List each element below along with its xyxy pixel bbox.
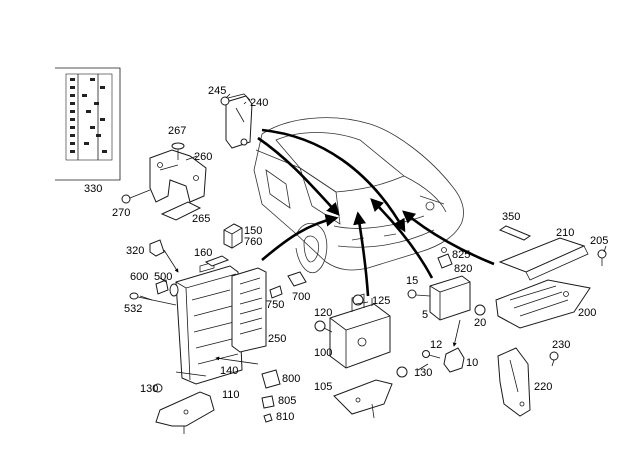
- bracket-200: [495, 279, 591, 329]
- callout-825: 825: [452, 249, 470, 261]
- callout-800: 800: [282, 373, 300, 385]
- location-arrow-200: [402, 210, 495, 266]
- screw-267: [171, 142, 185, 160]
- callout-15: 15: [406, 275, 418, 287]
- callout-20: 20: [474, 317, 486, 329]
- callout-350: 350: [502, 211, 520, 223]
- vehicle-outline: [253, 117, 464, 274]
- connector-160: [204, 255, 230, 267]
- leader-lines: [139, 93, 607, 371]
- fuse-chart-frame: [55, 67, 121, 181]
- screw-205: [597, 249, 607, 266]
- screw-12: [422, 350, 441, 359]
- callout-120: 120: [314, 307, 332, 319]
- callout-210: 210: [556, 227, 574, 239]
- fuse-chart-cells: [70, 74, 107, 160]
- bolt-120: [314, 320, 333, 333]
- nut-245: [220, 96, 230, 106]
- callout-810: 810: [276, 411, 294, 423]
- location-arrow-100: [353, 211, 370, 297]
- callout-760: 760: [244, 236, 262, 248]
- callout-130-left: 130: [140, 383, 158, 395]
- callout-12: 12: [430, 339, 442, 351]
- screw-15: [407, 289, 431, 299]
- callout-110: 110: [222, 389, 240, 401]
- callout-250: 250: [268, 333, 286, 345]
- callout-140: 140: [220, 365, 238, 377]
- module-5: [429, 275, 471, 321]
- nut-130-left: [153, 383, 163, 393]
- fuse-box-main: [175, 261, 243, 385]
- callout-205: 205: [590, 235, 608, 247]
- location-arrow-240: [257, 136, 340, 216]
- callout-125: 125: [372, 295, 390, 307]
- cover-210: [498, 237, 589, 281]
- callout-230: 230: [552, 339, 570, 351]
- callout-600: 600: [130, 271, 148, 283]
- callout-320: 320: [126, 245, 144, 257]
- sensor-320: [149, 239, 179, 273]
- callout-100: 100: [314, 347, 332, 359]
- callout-150: 150: [244, 225, 262, 237]
- stud-532: [129, 292, 177, 306]
- nut-230: [549, 351, 559, 361]
- connector-strip-250: [231, 267, 267, 353]
- control-unit-240: [225, 93, 253, 149]
- bracket-105: [333, 379, 393, 419]
- switch-10: [443, 347, 465, 373]
- mount-110: [155, 391, 215, 434]
- callout-160: 160: [194, 247, 212, 259]
- relay-150: [223, 223, 243, 249]
- callout-270: 270: [112, 207, 130, 219]
- callout-820: 820: [454, 263, 472, 275]
- callout-267: 267: [168, 125, 186, 137]
- callout-5: 5: [422, 309, 428, 321]
- callout-245: 245: [208, 85, 226, 97]
- callout-500: 500: [154, 271, 172, 283]
- callout-10: 10: [466, 357, 478, 369]
- location-arrow-5: [370, 198, 434, 279]
- clip-750: [269, 285, 283, 299]
- sensor-825-820: [437, 247, 453, 269]
- connector-800: [261, 369, 281, 389]
- screw-270: [121, 189, 151, 204]
- callout-750: 750: [266, 299, 284, 311]
- callout-220: 220: [534, 381, 552, 393]
- callout-130-right: 130: [414, 367, 432, 379]
- callout-330: 330: [84, 183, 102, 195]
- callout-265: 265: [192, 213, 210, 225]
- control-unit-100: [329, 293, 391, 369]
- nut-20: [474, 304, 486, 316]
- connector-805: [261, 395, 275, 409]
- callout-105: 105: [314, 381, 332, 393]
- callout-532: 532: [124, 303, 142, 315]
- callout-260: 260: [194, 151, 212, 163]
- rod-350: [498, 225, 532, 241]
- callout-240: 240: [250, 97, 268, 109]
- callout-805: 805: [278, 395, 296, 407]
- pad-265: [160, 201, 202, 221]
- clip-125: [352, 294, 364, 306]
- callout-200: 200: [578, 307, 596, 319]
- location-arrow-250: [261, 213, 339, 261]
- bracket-220: [497, 347, 531, 417]
- location-arrow-top: [261, 128, 406, 233]
- nut-130-right: [396, 366, 408, 378]
- callout-labels: 330 245 240 267 260 270 265 150 760 160 …: [84, 85, 608, 423]
- bolt-600-500: [155, 279, 179, 297]
- callout-700: 700: [292, 291, 310, 303]
- connector-700: [287, 271, 307, 287]
- bracket-260: [149, 149, 207, 203]
- connector-810: [263, 413, 273, 423]
